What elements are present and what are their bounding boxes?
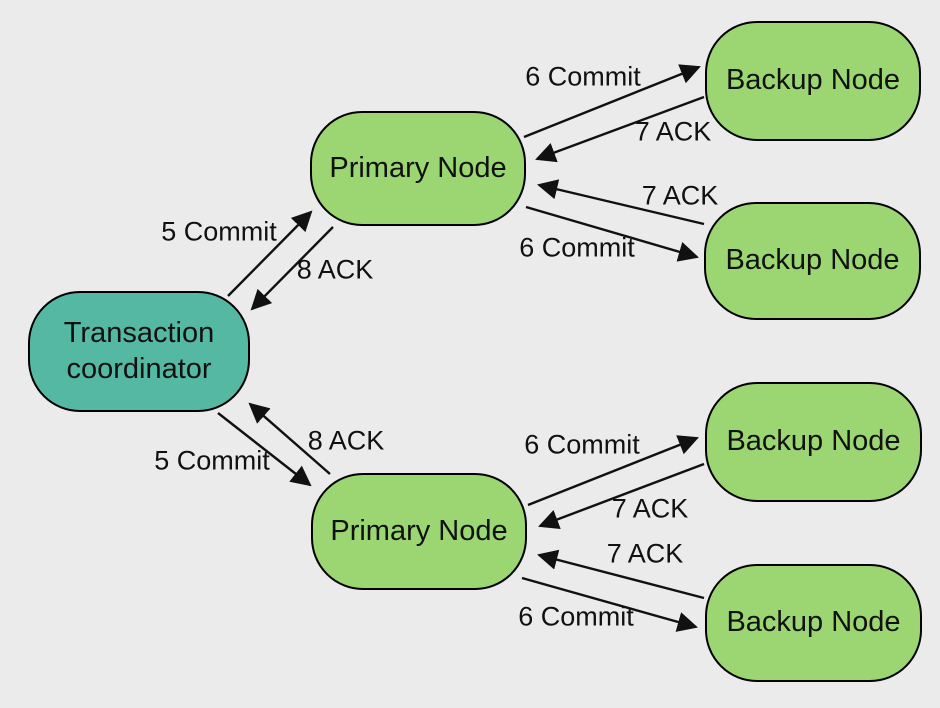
arrow-ack-backup-3-to-primary-2 bbox=[538, 462, 705, 530]
edge-label-commit-p1-b1: 6 Commit bbox=[525, 61, 641, 92]
arrow-commit-primary-1-to-backup-2 bbox=[525, 205, 699, 262]
node-backup-4-label: Backup Node bbox=[726, 606, 901, 639]
arrow-commit-coordinator-to-primary-1 bbox=[227, 210, 313, 297]
arrow-ack-backup-4-to-primary-2 bbox=[537, 549, 705, 600]
edge-label-commit-tc-p1: 5 Commit bbox=[161, 216, 277, 247]
node-backup-3: Backup Node bbox=[705, 382, 922, 502]
edge-label-ack-b3-p2: 7 ACK bbox=[611, 493, 689, 524]
edge-label-commit-p1-b2: 6 Commit bbox=[519, 232, 635, 263]
edge-label-ack-b1-p1: 7 ACK bbox=[634, 116, 712, 147]
arrow-commit-primary-2-to-backup-4 bbox=[521, 576, 698, 632]
arrow-ack-primary-2-to-coordinator bbox=[248, 402, 331, 475]
edge-label-ack-p2-tc: 8 ACK bbox=[307, 425, 385, 456]
node-primary-1-label: Primary Node bbox=[329, 151, 507, 184]
node-backup-1-label: Backup Node bbox=[725, 64, 901, 97]
arrow-commit-coordinator-to-primary-2 bbox=[217, 412, 312, 487]
edge-label-ack-b4-p2: 7 ACK bbox=[606, 538, 684, 569]
edge-label-commit-tc-p2: 5 Commit bbox=[154, 445, 270, 476]
node-primary-1: Primary Node bbox=[310, 111, 526, 226]
node-primary-2: Primary Node bbox=[311, 473, 527, 590]
node-backup-3-label: Backup Node bbox=[726, 425, 901, 458]
edge-label-ack-p1-tc: 8 ACK bbox=[296, 254, 374, 285]
node-backup-1: Backup Node bbox=[705, 21, 921, 141]
arrow-commit-primary-1-to-backup-1 bbox=[523, 64, 701, 139]
arrow-ack-backup-2-to-primary-1 bbox=[537, 179, 705, 226]
node-primary-2-label: Primary Node bbox=[330, 514, 508, 547]
node-backup-2-label: Backup Node bbox=[725, 244, 900, 277]
edge-label-ack-b2-p1: 7 ACK bbox=[641, 180, 719, 211]
node-backup-4: Backup Node bbox=[705, 564, 922, 682]
arrow-ack-primary-1-to-coordinator bbox=[250, 226, 334, 311]
edge-label-commit-p2-b3: 6 Commit bbox=[524, 429, 640, 460]
node-transaction-coordinator: Transaction coordinator bbox=[28, 291, 250, 412]
arrow-commit-primary-2-to-backup-3 bbox=[527, 435, 699, 507]
node-transaction-coordinator-label: Transaction coordinator bbox=[63, 317, 215, 385]
arrow-ack-backup-1-to-primary-1 bbox=[535, 95, 705, 163]
edge-label-commit-p2-b4: 6 Commit bbox=[518, 601, 634, 632]
node-backup-2: Backup Node bbox=[704, 202, 921, 320]
